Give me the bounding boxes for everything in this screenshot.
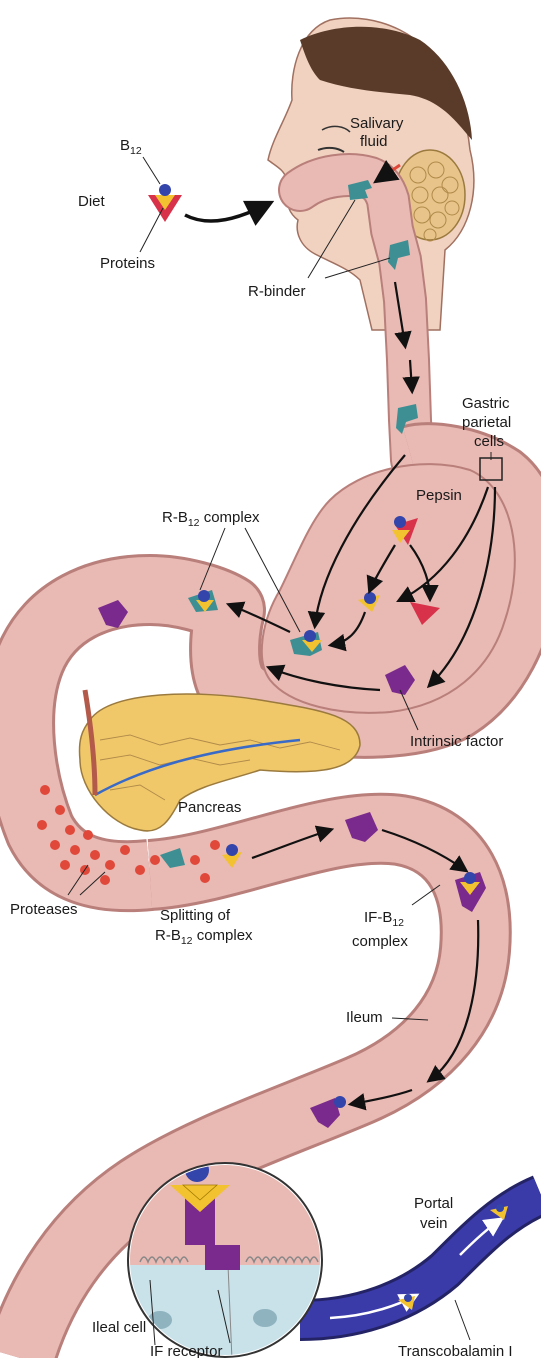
if-receptor-label: IF receptor: [150, 1343, 223, 1358]
gastric-label-line1: Gastric: [462, 395, 510, 412]
gastric-label-line3: cells: [474, 433, 504, 450]
salivary-fluid-label-line2: fluid: [360, 133, 388, 150]
pancreas-label: Pancreas: [178, 799, 241, 816]
rb12-complex-label: R-B12 complex: [162, 509, 260, 529]
ifb12-label-line2: complex: [352, 933, 408, 950]
pepsin-label: Pepsin: [416, 487, 462, 504]
r-binder-label: R-binder: [248, 283, 306, 300]
intrinsic-factor-label: Intrinsic factor: [410, 733, 503, 750]
proteins-label: Proteins: [100, 255, 155, 272]
transcobalamin-label: Transcobalamin I: [398, 1343, 513, 1358]
ileum-label: Ileum: [346, 1009, 383, 1026]
diet-b12-protein: [148, 184, 182, 222]
splitting-label-line2: R-B12 complex: [155, 927, 253, 947]
portal-vein: [300, 1195, 541, 1320]
salivary-fluid-label-line1: Salivary: [350, 115, 404, 132]
portal-vein-label-line2: vein: [420, 1215, 448, 1232]
ileal-cell-label: Ileal cell: [92, 1319, 146, 1336]
splitting-label-line1: Splitting of: [160, 907, 231, 924]
portal-vein-label-line1: Portal: [414, 1195, 453, 1212]
diet-label: Diet: [78, 193, 106, 210]
gastric-label-line2: parietal: [462, 414, 511, 431]
ifb12-label-line1: IF-B12: [364, 909, 404, 929]
proteases-label: Proteases: [10, 901, 78, 918]
b12-label: B12: [120, 137, 142, 157]
